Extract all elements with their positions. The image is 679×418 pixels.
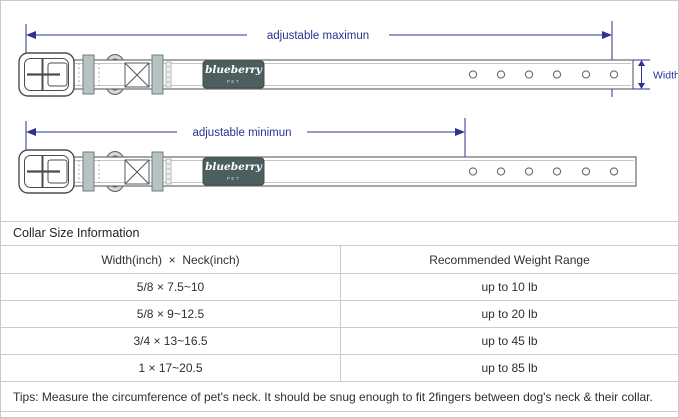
brand-sub: PET	[227, 176, 240, 181]
column-header-size: Width(inch) × Neck(inch)	[1, 246, 341, 273]
weight-cell: up to 45 lb	[481, 334, 538, 348]
collar-top: adjustable maximun	[18, 21, 678, 97]
table-row: 5/8 × 9~12.5 up to 20 lb	[1, 300, 678, 327]
brand-name: blueberry	[205, 64, 263, 76]
column-header-weight: Recommended Weight Range	[429, 252, 590, 267]
collar-diagram-svg: adjustable maximun	[18, 21, 678, 194]
table-row: 3/4 × 13~16.5 up to 45 lb	[1, 327, 678, 354]
adjustment-holes	[468, 167, 619, 176]
adjustment-holes	[468, 70, 619, 79]
size-cell: 1 × 17~20.5	[1, 355, 341, 381]
size-cell: 5/8 × 7.5~10	[1, 274, 341, 300]
care-tag-icon	[165, 61, 172, 88]
dimension-arrow-min	[25, 118, 466, 174]
size-cell: 3/4 × 13~16.5	[1, 328, 341, 354]
buckle-icon	[18, 149, 75, 194]
collar-bottom: adjustable minimun	[18, 118, 637, 194]
weight-cell: up to 20 lb	[481, 307, 538, 321]
table-row: 5/8 × 7.5~10 up to 10 lb	[1, 273, 678, 300]
width-annotation: Width	[633, 59, 678, 90]
stitch-box-icon	[124, 62, 150, 88]
brand-sub: PET	[227, 79, 240, 84]
brand-badge: blueberry PET	[202, 60, 265, 89]
tips-text: Tips: Measure the circumference of pet's…	[1, 381, 678, 412]
care-tag-icon	[165, 158, 172, 185]
keeper-icon	[82, 151, 95, 192]
buckle-icon	[18, 52, 75, 97]
keeper-icon	[82, 54, 95, 95]
adjustable-minimum-label: adjustable minimun	[192, 127, 291, 139]
brand-name: blueberry	[205, 161, 263, 173]
table-title: Collar Size Information	[1, 221, 678, 245]
brand-badge: blueberry PET	[202, 157, 265, 186]
collar-diagrams: adjustable maximun	[1, 1, 678, 221]
size-table: Collar Size Information Width(inch) × Ne…	[1, 221, 678, 412]
adjustable-maximum-label: adjustable maximun	[267, 30, 369, 42]
keeper-icon	[151, 151, 164, 192]
dimension-arrow-max	[25, 21, 613, 97]
weight-cell: up to 10 lb	[481, 280, 538, 294]
size-cell: 5/8 × 9~12.5	[1, 301, 341, 327]
width-label: Width	[653, 70, 678, 82]
stitch-box-icon	[124, 159, 150, 185]
table-row: 1 × 17~20.5 up to 85 lb	[1, 354, 678, 381]
keeper-icon	[151, 54, 164, 95]
table-header-row: Width(inch) × Neck(inch) Recommended Wei…	[1, 245, 678, 273]
weight-cell: up to 85 lb	[481, 361, 538, 375]
